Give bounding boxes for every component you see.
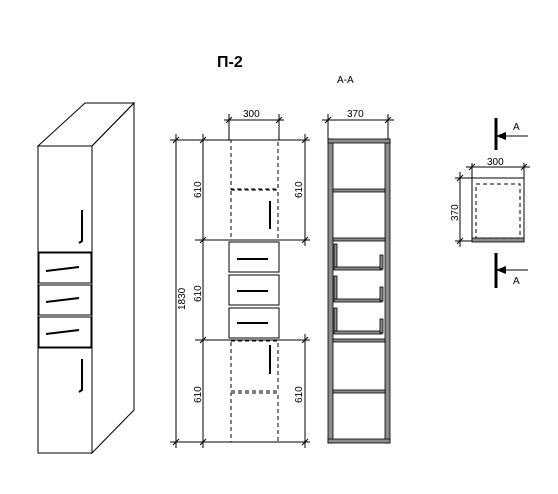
section-shelf-4 — [332, 389, 386, 394]
drawer-3 — [38, 316, 92, 348]
left-dim-2: 610 — [193, 285, 204, 302]
front-drawer-2 — [228, 274, 280, 306]
plan-outline — [471, 177, 525, 242]
front-elevation: 300 1830 610 610 610 — [170, 109, 310, 448]
cut-label-top: А — [513, 122, 520, 133]
front-drawer-1 — [228, 241, 280, 273]
section-bottom — [327, 438, 391, 444]
cabinet-top — [36, 102, 136, 147]
right-dim-1: 610 — [294, 181, 305, 198]
section-view: 370 — [322, 109, 394, 444]
plan-view: А А 300 370 — [450, 118, 530, 288]
section-shelf-2 — [332, 237, 386, 242]
cabinet-front — [37, 145, 93, 454]
drawer-handle-1 — [45, 266, 80, 272]
section-width-label: 370 — [347, 109, 364, 120]
drawer-2 — [38, 284, 92, 316]
drawer-handle-2 — [45, 297, 80, 303]
cabinet-side — [91, 101, 135, 455]
left-dim-3: 610 — [193, 386, 204, 403]
drawing-title: П-2 — [217, 54, 243, 71]
total-height-label: 1830 — [177, 287, 188, 310]
front-width-label: 300 — [243, 109, 260, 120]
section-drawer-1 — [333, 243, 384, 271]
plan-depth-label: 370 — [450, 204, 461, 221]
cut-label-bottom: А — [513, 276, 520, 287]
door-handle-upper — [78, 210, 83, 244]
plan-inner — [475, 183, 521, 239]
right-dim-2: 610 — [294, 386, 305, 403]
front-drawer-3 — [228, 307, 280, 339]
drawer-handle-3 — [45, 329, 80, 335]
drawer-1 — [38, 252, 92, 284]
door-handle-lower — [78, 359, 83, 393]
section-title: А-А — [337, 75, 354, 86]
section-top — [327, 138, 391, 144]
section-shelf-3 — [332, 338, 386, 343]
section-front-wall — [384, 138, 391, 444]
plan-width-label: 300 — [487, 157, 504, 168]
section-back-wall — [327, 138, 334, 444]
section-drawer-2 — [333, 275, 384, 303]
left-dim-1: 610 — [193, 181, 204, 198]
section-drawer-3 — [333, 307, 384, 335]
section-shelf-1 — [332, 188, 386, 193]
plan-front-panel — [471, 237, 525, 243]
cabinet-perspective — [36, 101, 136, 455]
